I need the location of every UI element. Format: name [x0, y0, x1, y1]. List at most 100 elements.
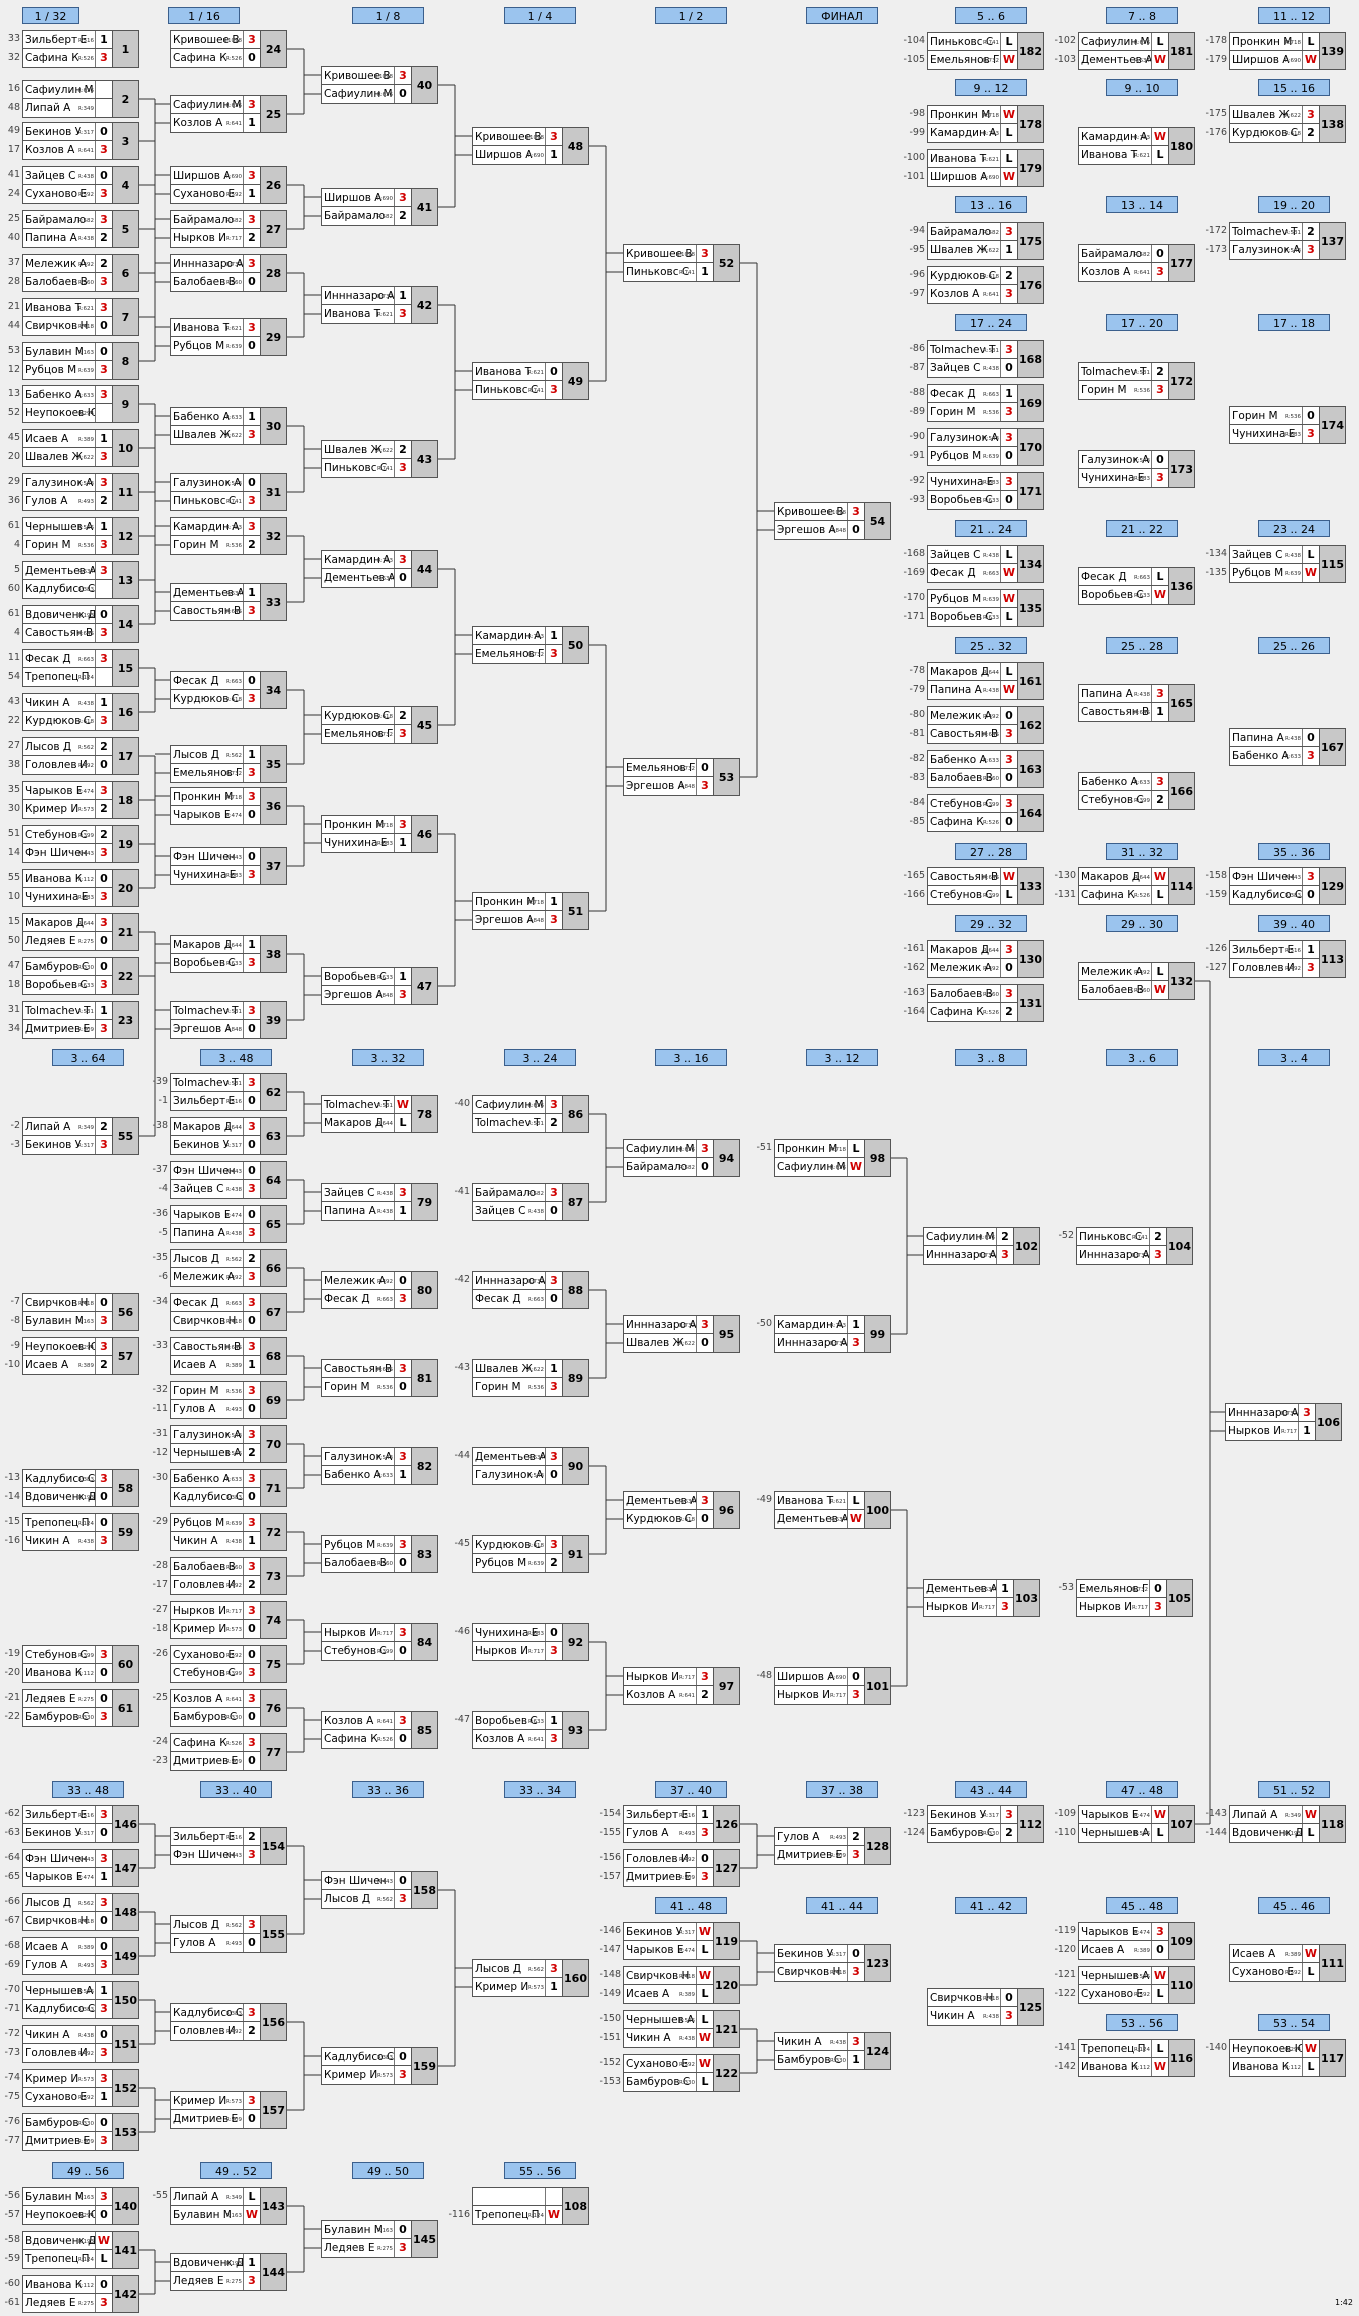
player-slot[interactable]: Рубцов МR:6390: [927, 447, 1018, 466]
match-box[interactable]: Вдовиченк ДR:1931Ледяев ЕR:2753144: [170, 2253, 287, 2291]
player-slot[interactable]: Швалев ЖR:6223: [22, 448, 113, 467]
player-slot[interactable]: Чернышев АR:5062: [170, 1444, 261, 1463]
player-slot[interactable]: Эргешов АR:8480: [774, 521, 865, 540]
match-box[interactable]: БайрамалоR:5823Нырков ИR:717227: [170, 210, 287, 248]
player-slot[interactable]: Чикин АR:4383: [774, 2032, 865, 2051]
player-slot[interactable]: Трепопец ПR:124: [22, 668, 113, 687]
player-slot[interactable]: Емельянов ГR:7323: [472, 645, 563, 664]
player-slot[interactable]: Бамбуров СR:3300: [22, 2113, 113, 2132]
player-slot[interactable]: Сафиулин МR:6363: [623, 1139, 714, 1158]
match-box[interactable]: Емельянов ГR:7320Нырков ИR:7173105: [1076, 1579, 1193, 1617]
player-slot[interactable]: Стебунов СR:3990: [321, 1642, 412, 1661]
match-box[interactable]: Бекинов УR:3170Свирчков НR:4183123: [774, 1944, 891, 1982]
match-box[interactable]: Макаров ДR:644LПапина АR:438W161: [927, 662, 1044, 700]
match-box[interactable]: Чунихина ЕR:6830Нырков ИR:717392: [472, 1623, 589, 1661]
player-slot[interactable]: Зильберт ЕR:5160: [170, 1092, 261, 1111]
match-box[interactable]: Мележик АR:4922Балобаев ВR:56036: [22, 254, 139, 292]
player-slot[interactable]: Иванова ТR:6213: [170, 318, 261, 337]
player-slot[interactable]: Пиньковс СR:7413: [472, 381, 563, 400]
match-box[interactable]: Кривошее ВR:10983Ширшов АR:690148: [472, 127, 589, 165]
player-slot[interactable]: Чернышев АR:506L: [1078, 1824, 1169, 1843]
player-slot[interactable]: БайрамалоR:5823: [22, 210, 113, 229]
match-box[interactable]: Ширшов АR:6903Суханово ЕR:592126: [170, 166, 287, 204]
player-slot[interactable]: Дементьев АR:634W: [1078, 51, 1169, 70]
match-box[interactable]: Дементьев АR:6341Савостьян ВR:646333: [170, 583, 287, 621]
player-slot[interactable]: Стебунов СR:3993: [170, 1664, 261, 1683]
match-box[interactable]: Макаров ДR:6441Воробьев СR:633338: [170, 935, 287, 973]
player-slot[interactable]: Неупокоев ЮR:294: [22, 404, 113, 423]
match-box[interactable]: Фэн ШиченR:4433Кадлубисо СR:3830129: [1229, 867, 1346, 905]
player-slot[interactable]: Ледяев ЕR:2750: [22, 1689, 113, 1708]
match-box[interactable]: Макаров ДR:6443Бекинов УR:317063: [170, 1117, 287, 1155]
player-slot[interactable]: Иннназаро АR:7323: [923, 1246, 1014, 1265]
match-box[interactable]: Фэн ШиченR:4430Лысов ДR:5623158: [321, 1871, 438, 1909]
player-slot[interactable]: Бекинов УR:3170: [22, 1824, 113, 1843]
player-slot[interactable]: Булавин МR:163W: [170, 2206, 261, 2225]
player-slot[interactable]: Емельянов ГR:732W: [927, 51, 1018, 70]
player-slot[interactable]: Кривошее ВR:10983: [774, 502, 865, 521]
player-slot[interactable]: Чикин АR:4381: [22, 693, 113, 712]
player-slot[interactable]: Фесак ДR:663L: [1078, 567, 1169, 586]
match-box[interactable]: Бабенко АR:6331Швалев ЖR:622330: [170, 407, 287, 445]
match-box[interactable]: Кривошее ВR:10983Сафина КR:526024: [170, 30, 287, 68]
player-slot[interactable]: Савостьян ВR:6463: [927, 725, 1018, 744]
player-slot[interactable]: Козлов АR:6413: [472, 1730, 563, 1749]
player-slot[interactable]: Чунихина ЕR:6833: [1078, 469, 1169, 488]
player-slot[interactable]: Липай АR:3492: [22, 1117, 113, 1136]
player-slot[interactable]: Макаров ДR:6443: [927, 940, 1018, 959]
player-slot[interactable]: Балобаев ВR:5603: [927, 984, 1018, 1003]
player-slot[interactable]: Нырков ИR:7173: [623, 1667, 714, 1686]
match-box[interactable]: Сафиулин МR:6363БайрамалоR:582094: [623, 1139, 740, 1177]
match-box[interactable]: Бамбуров СR:3300Воробьев СR:633322: [22, 957, 139, 995]
match-box[interactable]: Трепопец ПR:1240Чикин АR:438359: [22, 1513, 139, 1551]
match-box[interactable]: Галузинок АR:5433Гулов АR:493211: [22, 473, 139, 511]
match-box[interactable]: Суханово ЕR:592WБамбуров СR:330L122: [623, 2054, 740, 2092]
player-slot[interactable]: Иванова ТR:621L: [927, 149, 1018, 168]
match-box[interactable]: Козлов АR:6413Сафина КR:526085: [321, 1711, 438, 1749]
player-slot[interactable]: Дементьев АR:6341: [923, 1579, 1014, 1598]
player-slot[interactable]: Иванова КR:112L: [1229, 2058, 1320, 2077]
match-box[interactable]: БайрамалоR:5823Швалев ЖR:6221175: [927, 222, 1044, 260]
match-box[interactable]: Иннназаро АR:7323Балобаев ВR:560028: [170, 254, 287, 292]
player-slot[interactable]: Tolmachev ТR:5312: [1078, 362, 1169, 381]
match-box[interactable]: Папина АR:4380Бабенко АR:6333167: [1229, 728, 1346, 766]
player-slot[interactable]: Чарыков ЕR:4741: [22, 1868, 113, 1887]
player-slot[interactable]: Сафина КR:5263: [22, 49, 113, 68]
match-box[interactable]: Вдовиченк ДR:1930Савостьян ВR:646314: [22, 605, 139, 643]
match-box[interactable]: Чикин АR:4381Курдюков СR:618316: [22, 693, 139, 731]
match-box[interactable]: Мележик АR:4920Фесак ДR:663380: [321, 1271, 438, 1309]
player-slot[interactable]: Ширшов АR:6903: [170, 166, 261, 185]
match-box[interactable]: Ширшов АR:6903БайрамалоR:582241: [321, 188, 438, 226]
player-slot[interactable]: Стебунов СR:3992: [22, 825, 113, 844]
player-slot[interactable]: Чарыков ЕR:4740: [170, 806, 261, 825]
player-slot[interactable]: Ледяев ЕR:2750: [22, 932, 113, 951]
match-box[interactable]: Булавин МR:1633Неупокоев ЮR:2940140: [22, 2187, 139, 2225]
match-box[interactable]: Фесак ДR:6631Горин МR:5363169: [927, 384, 1044, 422]
player-slot[interactable]: Дементьев АR:634W: [774, 1510, 865, 1529]
match-box[interactable]: Камардин АR:7833Горин МR:536232: [170, 517, 287, 555]
player-slot[interactable]: Бекинов УR:3173: [927, 1805, 1018, 1824]
player-slot[interactable]: Козлов АR:6413: [170, 1689, 261, 1708]
player-slot[interactable]: Дементьев АR:6340: [321, 569, 412, 588]
player-slot[interactable]: Чарыков ЕR:4743: [1078, 1922, 1169, 1941]
player-slot[interactable]: Иннназаро АR:7321: [321, 286, 412, 305]
match-box[interactable]: Воробьев СR:6331Козлов АR:641393: [472, 1711, 589, 1749]
match-box[interactable]: Зайцев СR:4380Суханово ЕR:59234: [22, 166, 139, 204]
player-slot[interactable]: Суханово ЕR:5923: [22, 185, 113, 204]
match-box[interactable]: Tolmachev ТR:5313Эргешов АR:848039: [170, 1001, 287, 1039]
player-slot[interactable]: Иннназаро АR:7323: [1225, 1403, 1316, 1422]
match-box[interactable]: Нырков ИR:7173Кример ИR:573074: [170, 1601, 287, 1639]
player-slot[interactable]: Папина АR:4382: [22, 229, 113, 248]
match-box[interactable]: Курдюков СR:6182Козлов АR:6413176: [927, 266, 1044, 304]
match-box[interactable]: Пиньковс СR:7412Иннназаро АR:7323104: [1076, 1227, 1193, 1265]
match-box[interactable]: Сафиулин МR:6363Козлов АR:641125: [170, 95, 287, 133]
match-box[interactable]: Бекинов УR:317WЧарыков ЕR:474L119: [623, 1922, 740, 1960]
player-slot[interactable]: Дмитриев ЕR:5090: [170, 2110, 261, 2129]
player-slot[interactable]: Чарыков ЕR:474L: [623, 1941, 714, 1960]
match-box[interactable]: Сафиулин МR:636Липай АR:3492: [22, 80, 139, 118]
match-box[interactable]: Кривошее ВR:10983Сафиулин МR:636040: [321, 66, 438, 104]
match-box[interactable]: Нырков ИR:7173Стебунов СR:399084: [321, 1623, 438, 1661]
player-slot[interactable]: Ширшов АR:6901: [472, 146, 563, 165]
player-slot[interactable]: Иннназаро АR:7323: [472, 1271, 563, 1290]
match-box[interactable]: Иванова ТR:621LДементьев АR:634W100: [774, 1491, 891, 1529]
